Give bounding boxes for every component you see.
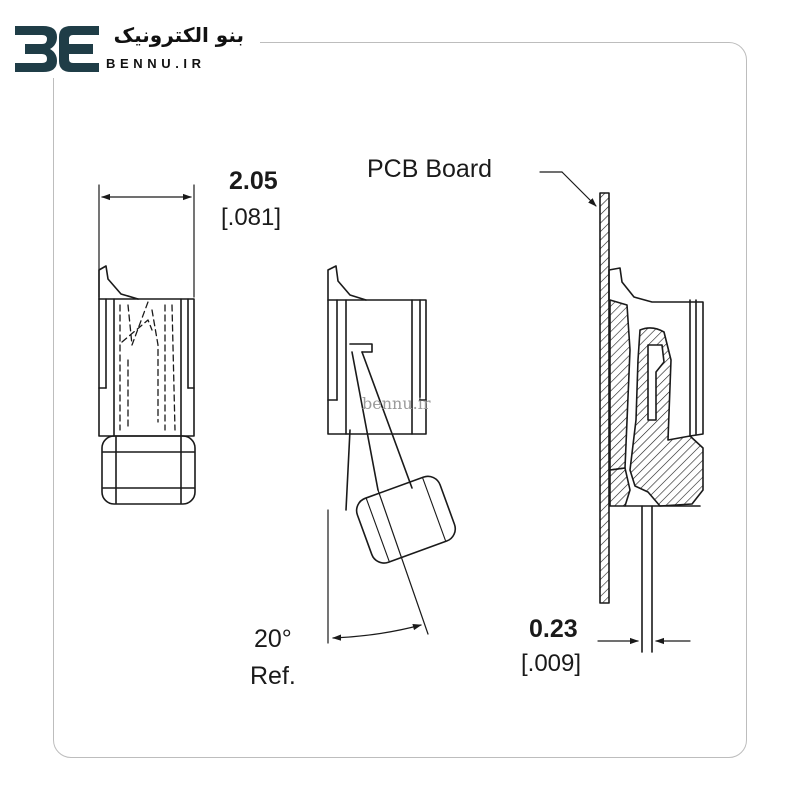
offset-dimension-mm: 0.23 [529, 615, 578, 643]
connector-closed-view [98, 184, 196, 505]
pcb-board-label: PCB Board [367, 155, 493, 183]
bennu-logo-icon [15, 26, 99, 72]
offset-dimension-inch: [.009] [521, 650, 582, 677]
width-dimension-mm: 2.05 [229, 167, 278, 195]
width-dimension-inch: [.081] [221, 204, 282, 231]
brand-name-persian: بنو الکترونیک [113, 23, 244, 47]
pcb-section-view [539, 171, 704, 653]
diagram-frame [53, 42, 747, 758]
brand-name-latin: BENNU.IR [106, 56, 206, 71]
angle-value: 20° [254, 625, 292, 653]
watermark-text: bennu.ir [362, 394, 431, 413]
angle-reference: Ref. [250, 662, 296, 690]
connector-open-view [327, 265, 457, 644]
